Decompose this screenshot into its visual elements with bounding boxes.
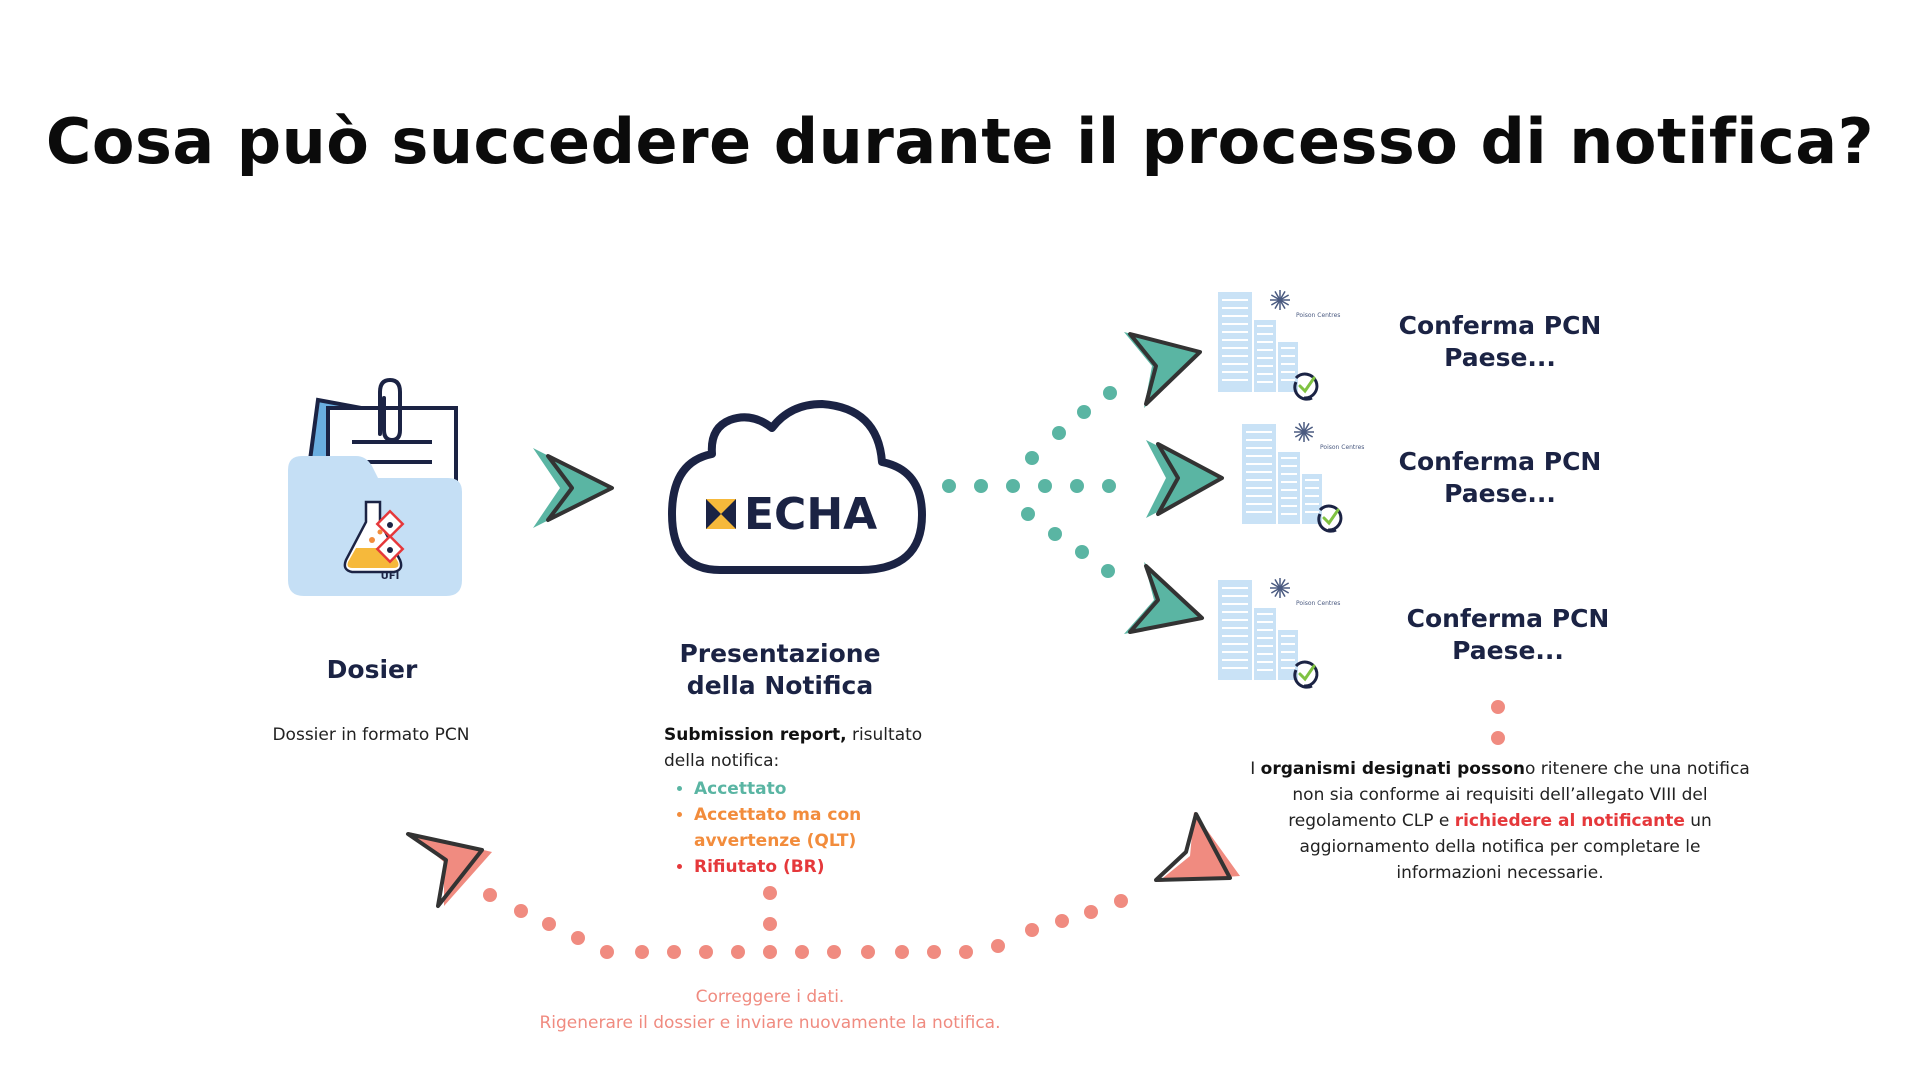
building-icon — [1218, 578, 1319, 689]
arrow-icon — [533, 448, 614, 528]
designated-bodies-note: I organismi designati possono ritenere c… — [1230, 756, 1770, 886]
country-confirm-2: Conferma PCN Paese... — [1370, 446, 1630, 510]
salmon-dotted-connector — [483, 700, 1505, 959]
poison-centres-label-3: Poison Centres — [1296, 600, 1341, 607]
poison-centres-logo-icon — [1270, 290, 1290, 310]
report-bold: Submission report, — [664, 725, 847, 745]
report-line2: della notifica: — [664, 751, 780, 771]
ufi-badge: UFI — [381, 571, 400, 582]
building-icon — [1218, 290, 1319, 401]
note-line3: regolamento CLP e richiedere al notifica… — [1230, 808, 1770, 834]
dossier-description: Dossier in formato PCN — [272, 725, 470, 745]
note-r1: richiedere al notificante — [1454, 811, 1685, 831]
country-confirm-1: Conferma PCN Paese... — [1370, 310, 1630, 374]
country-confirm-3: Conferma PCN Paese... — [1378, 603, 1638, 667]
echa-heading: Presentazione della Notifica — [640, 638, 920, 702]
sync-check-icon — [1293, 372, 1319, 401]
country-2-line1: Conferma PCN — [1398, 447, 1602, 476]
report-rest1: risultato — [846, 725, 923, 745]
note-line1: I organismi designati possono ritenere c… — [1230, 756, 1770, 782]
note-line5: informazioni necessarie. — [1396, 863, 1604, 883]
paperclip-icon — [378, 377, 402, 443]
poison-centres-label-2: Poison Centres — [1320, 444, 1365, 451]
teal-dotted-connector — [942, 386, 1117, 578]
country-3-line2: Paese... — [1452, 636, 1564, 665]
note-p1: I — [1250, 759, 1261, 779]
building-icon — [1242, 422, 1343, 533]
status-accepted-warnings-line1: Accettato ma con — [694, 805, 862, 825]
echa-heading-line2: della Notifica — [686, 671, 874, 700]
note-p2: o ritenere che una notifica — [1525, 759, 1750, 779]
arrow-icon — [406, 832, 492, 908]
page-title: Cosa può succedere durante il processo d… — [45, 105, 1875, 178]
sync-check-icon — [1317, 504, 1343, 533]
arrow-icon — [1124, 332, 1202, 408]
folder-icon — [288, 377, 462, 596]
status-list: Accettato Accettato ma con avvertenze (QL… — [664, 776, 944, 880]
status-accepted: Accettato — [694, 776, 944, 802]
country-3-line1: Conferma PCN — [1406, 604, 1610, 633]
note-p5: un — [1684, 811, 1712, 831]
note-line2: non sia conforme ai requisiti dell’alleg… — [1292, 785, 1708, 805]
status-accepted-warnings: Accettato ma con avvertenze (QLT) — [694, 802, 944, 854]
country-1-line1: Conferma PCN — [1398, 311, 1602, 340]
country-2-line2: Paese... — [1444, 479, 1556, 508]
correction-line2: Rigenerare il dossier e inviare nuovamen… — [539, 1013, 1001, 1033]
note-b1: organismi designati posson — [1260, 759, 1525, 779]
echa-heading-line1: Presentazione — [679, 639, 881, 668]
dossier-heading: Dosier — [326, 655, 418, 684]
arrow-icon — [1124, 562, 1204, 634]
correction-text: Correggere i dati. Rigenerare il dossier… — [470, 984, 1070, 1036]
arrow-icon — [1146, 440, 1224, 518]
poison-centres-logo-icon — [1294, 422, 1314, 442]
poison-centres-label-1: Poison Centres — [1296, 312, 1341, 319]
sync-check-icon — [1293, 660, 1319, 689]
correction-line1: Correggere i dati. — [695, 987, 845, 1007]
submission-report: Submission report, risultato della notif… — [664, 722, 944, 880]
echa-logo-text: ECHA — [744, 489, 877, 540]
note-p4: regolamento CLP e — [1288, 811, 1455, 831]
country-1-line2: Paese... — [1444, 343, 1556, 372]
note-line4: aggiornamento della notifica per complet… — [1299, 837, 1701, 857]
arrow-icon — [1154, 812, 1240, 882]
echa-logo — [706, 499, 736, 529]
hazard-icon — [375, 509, 405, 564]
status-rejected: Rifiutato (BR) — [694, 854, 944, 880]
status-accepted-warnings-line2: avvertenze (QLT) — [694, 831, 857, 851]
poison-centres-logo-icon — [1270, 578, 1290, 598]
cloud-icon — [668, 400, 926, 574]
report-line1: Submission report, risultato — [664, 722, 944, 748]
